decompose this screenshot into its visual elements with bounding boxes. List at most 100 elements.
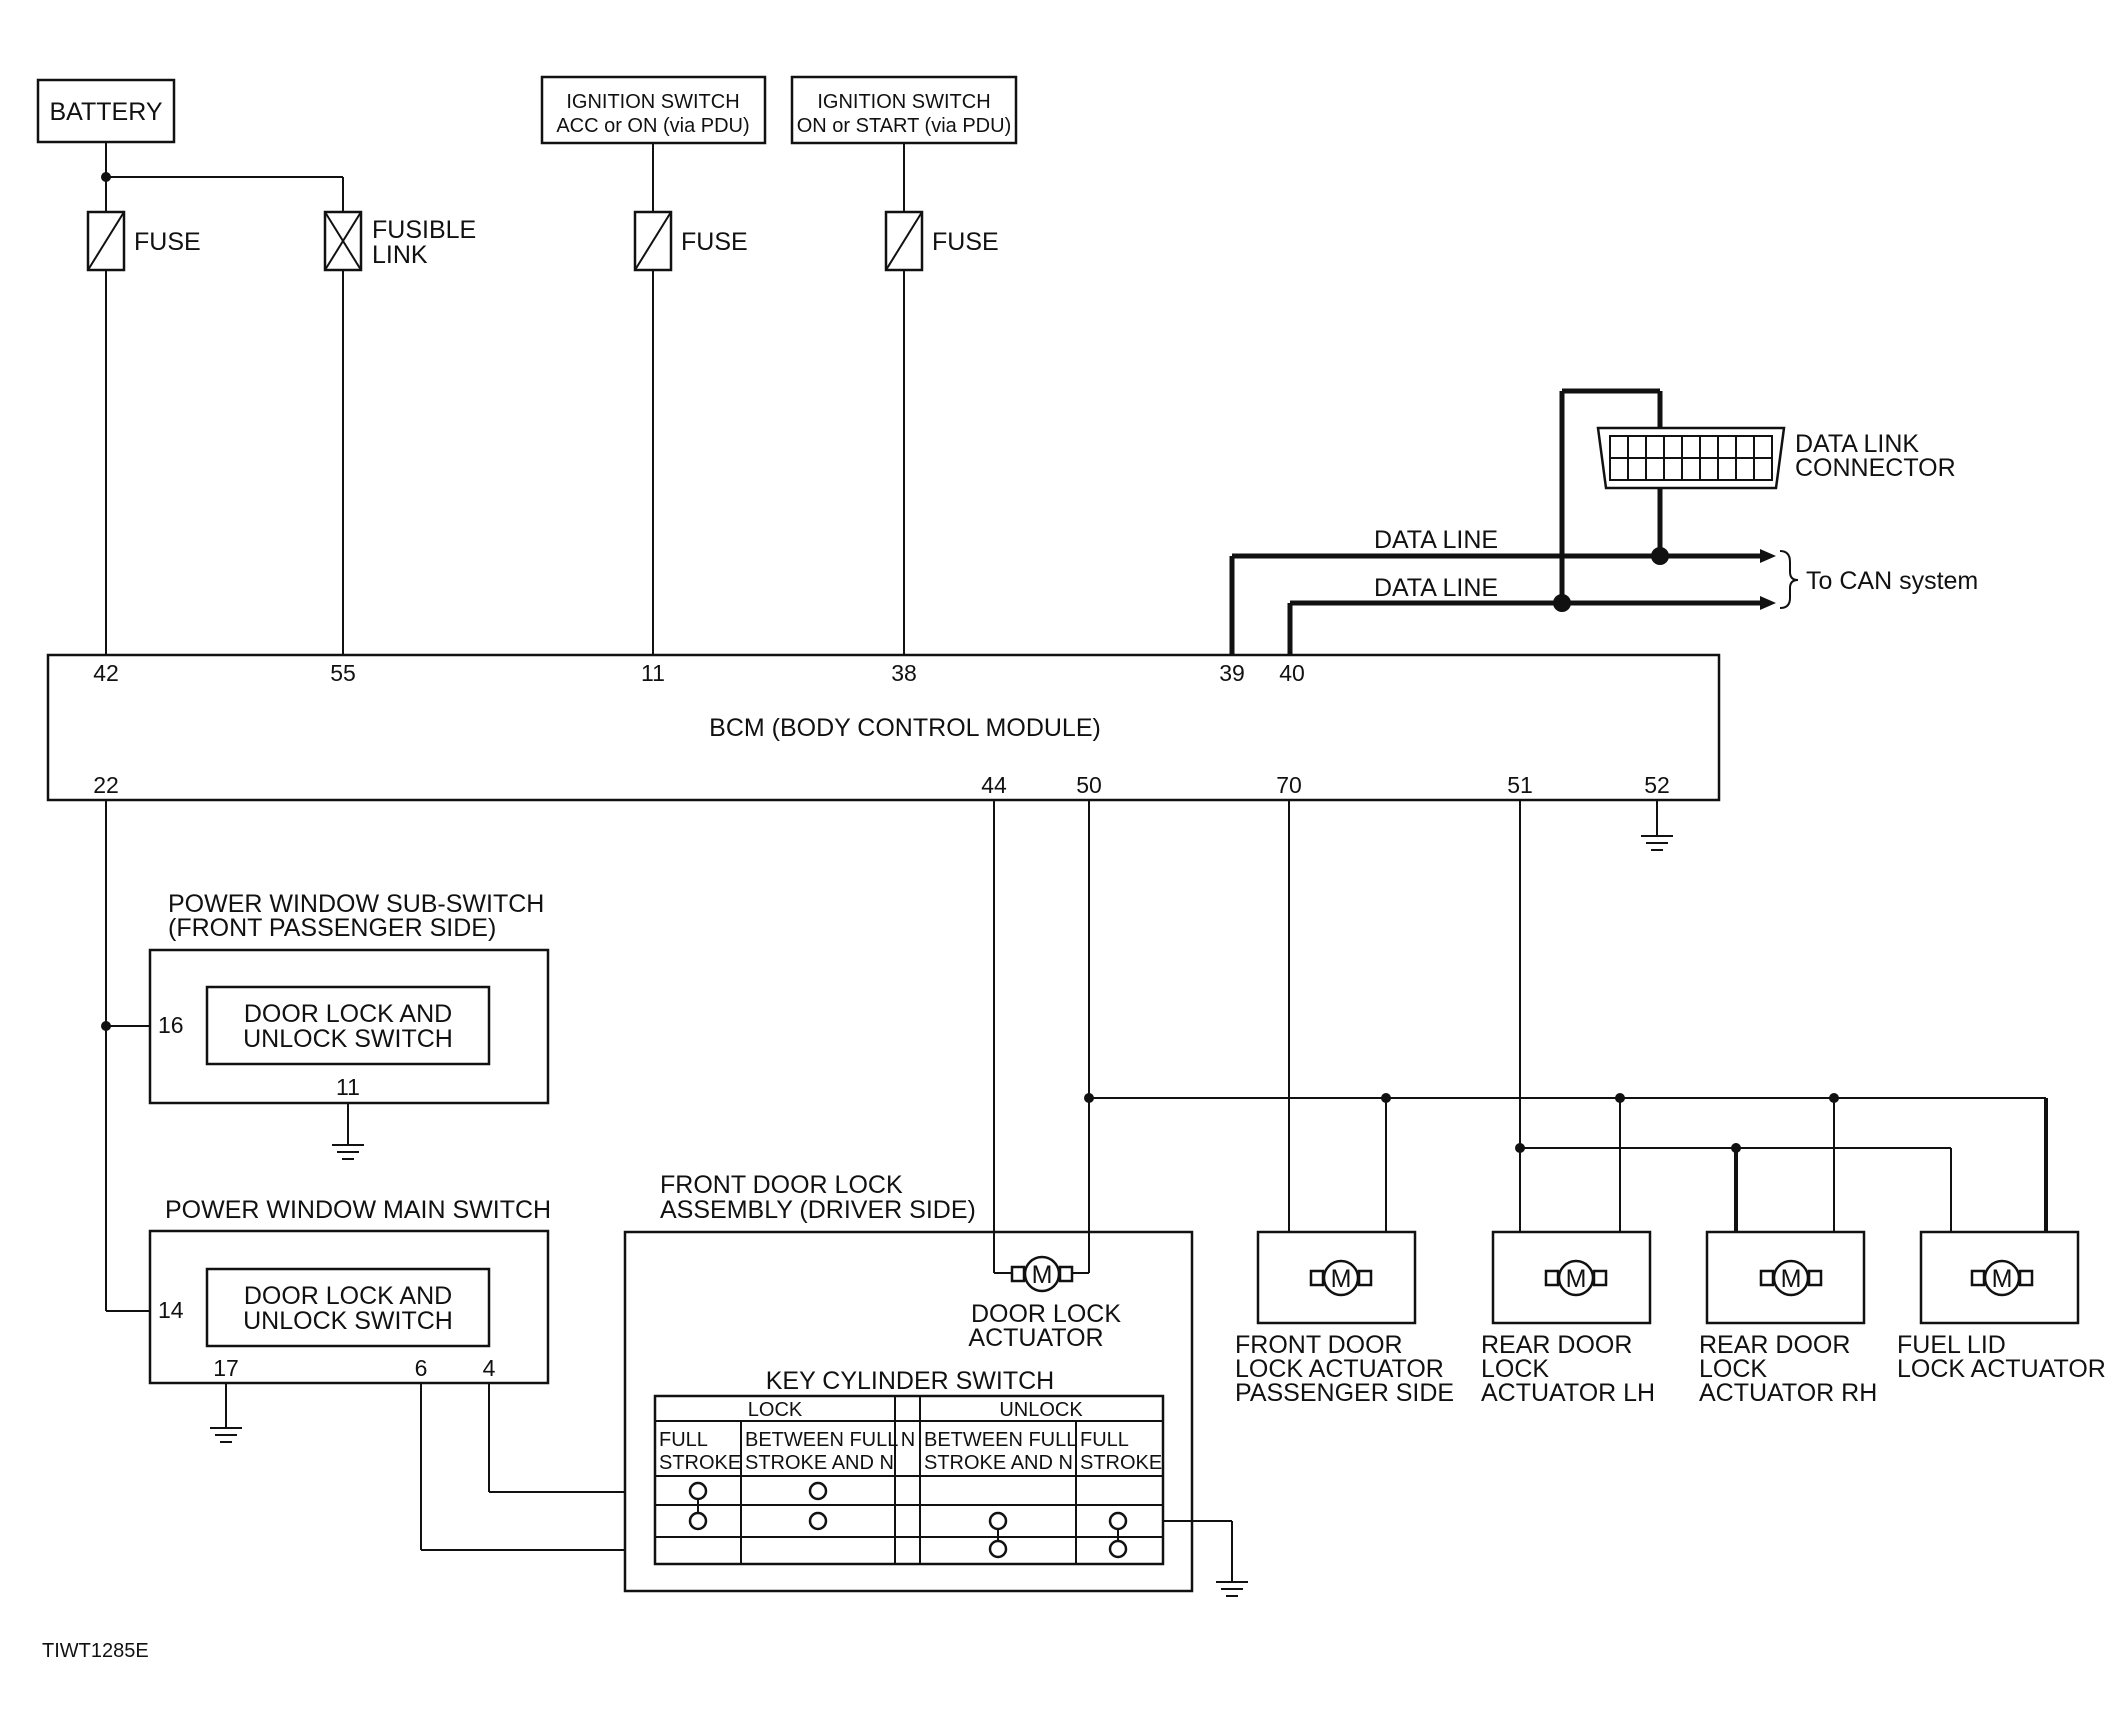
key-cyl-unlock-between-line2: STROKE AND N [924,1452,1073,1474]
bcm-pin-70: 70 [1276,772,1302,798]
bcm-pin-39: 39 [1219,660,1245,686]
ground-symbol-pw-main [210,1383,242,1443]
ignition-acc-line1: IGNITION SWITCH [566,91,739,113]
pw-main-title: POWER WINDOW MAIN SWITCH [165,1196,551,1224]
bcm-pin-50: 50 [1076,772,1102,798]
pw-sub-title-line1: POWER WINDOW SUB-SWITCH [168,890,544,918]
door-lock-actuator-line1: DOOR LOCK [971,1300,1121,1328]
bcm-pin-38: 38 [891,660,917,686]
dlc-label-line2: CONNECTOR [1795,454,1956,482]
ground-symbol-pw-sub [332,1103,364,1160]
bcm: BCM (BODY CONTROL MODULE) 42 55 11 38 39… [46,653,1721,802]
motor-front-passenger-label: M [1331,1265,1352,1293]
fusible-link-line1: FUSIBLE [372,216,476,244]
battery-wiring [101,142,905,655]
pw-main-switch-line2: UNLOCK SWITCH [243,1307,453,1335]
pin22-wiring [101,800,150,1312]
pw-sub-pin-11: 11 [336,1074,360,1100]
rlh-label-line2: LOCK [1481,1355,1549,1383]
ignition-acc-line2: ACC or ON (via PDU) [556,115,749,137]
motor-rear-rh: M [1759,1259,1823,1297]
bcm-pin-55: 55 [330,660,356,686]
dlc-label-line1: DATA LINK [1795,430,1919,458]
fuse-ignition-acc: FUSE [633,210,748,272]
motor-front-passenger: M [1309,1259,1373,1297]
key-cylinder-switch: KEY CYLINDER SWITCH LOCK UNLOCK N FULL S… [653,1367,1165,1566]
bcm-pin-40: 40 [1279,660,1305,686]
actuator-labels: FRONT DOOR LOCK ACTUATOR PASSENGER SIDE … [1235,1331,2106,1407]
battery-label: BATTERY [50,98,163,126]
key-cyl-unlock-header: UNLOCK [999,1399,1083,1421]
bcm-pin-11: 11 [641,660,665,686]
pw-main-to-key-cylinder-wiring [420,1383,655,1551]
data-line-1-label: DATA LINE [1374,526,1498,554]
rlh-label-line1: REAR DOOR [1481,1331,1632,1359]
ignition-switch-acc: IGNITION SWITCH ACC or ON (via PDU) [540,75,767,145]
pw-main-switch-line1: DOOR LOCK AND [244,1282,452,1310]
data-link-connector: DATA LINK CONNECTOR [1596,426,1956,490]
ignition-switch-on: IGNITION SWITCH ON or START (via PDU) [790,75,1018,145]
motor-rear-rh-label: M [1781,1265,1802,1293]
rear-door-actuator-rh-box [1705,1230,1866,1325]
actuator-wiring [993,800,2048,1279]
fusible-link-line2: LINK [372,241,428,269]
rrh-label-line1: REAR DOOR [1699,1331,1850,1359]
key-cyl-lock-full-line1: FULL [659,1429,708,1451]
motor-fuel-lid: M [1970,1259,2034,1297]
bcm-title: BCM (BODY CONTROL MODULE) [709,714,1101,742]
door-lock-actuator-line2: ACTUATOR [968,1324,1103,1352]
fuse-ignition-acc-label: FUSE [681,228,748,256]
front-door-title-line2: ASSEMBLY (DRIVER SIDE) [660,1196,976,1224]
to-can-label: To CAN system [1806,567,1978,595]
rrh-label-line3: ACTUATOR RH [1699,1379,1877,1407]
ground-symbol-bcm [1641,800,1673,851]
ignition-on-line1: IGNITION SWITCH [817,91,990,113]
key-cyl-n-header: N [901,1429,915,1451]
pw-sub-pin-16: 16 [158,1012,184,1038]
key-cyl-lock-between-line2: STROKE AND N [745,1452,894,1474]
pw-main-pin-4: 4 [483,1355,496,1381]
fdp-label-line2: LOCK ACTUATOR [1235,1355,1444,1383]
key-cyl-unlock-between-line1: BETWEEN FULL [924,1429,1077,1451]
motor-rear-lh-label: M [1566,1265,1587,1293]
power-window-main-switch: POWER WINDOW MAIN SWITCH DOOR LOCK AND U… [148,1196,551,1385]
bcm-pin-52: 52 [1644,772,1670,798]
power-window-sub-switch: POWER WINDOW SUB-SWITCH (FRONT PASSENGER… [148,890,550,1105]
motor-driver-door-label: M [1032,1261,1053,1289]
figure-code: TIWT1285E [42,1640,149,1662]
rrh-label-line2: LOCK [1699,1355,1767,1383]
fuse-ignition-on-label: FUSE [932,228,999,256]
battery: BATTERY [36,78,176,144]
front-door-title-line1: FRONT DOOR LOCK [660,1171,903,1199]
fuse-ignition-on: FUSE [884,210,999,272]
fuse-battery: FUSE [86,210,201,272]
motor-driver-door: M [1010,1255,1074,1293]
motor-rear-lh: M [1544,1259,1608,1297]
fuse-battery-label: FUSE [134,228,201,256]
bcm-pin-44: 44 [981,772,1007,798]
rlh-label-line3: ACTUATOR LH [1481,1379,1655,1407]
fuel-label-line2: LOCK ACTUATOR [1897,1355,2106,1383]
pw-sub-switch-line2: UNLOCK SWITCH [243,1025,453,1053]
key-cyl-lock-header: LOCK [748,1399,803,1421]
ground-symbol-key-cylinder [1163,1520,1248,1597]
pw-main-pin-6: 6 [415,1355,428,1381]
fusible-link: FUSIBLE LINK [323,210,476,272]
fdp-label-line1: FRONT DOOR [1235,1331,1403,1359]
key-cyl-lock-between-line1: BETWEEN FULL [745,1429,898,1451]
bcm-pin-22: 22 [93,772,119,798]
key-cyl-unlock-full-line1: FULL [1080,1429,1129,1451]
data-line-2-label: DATA LINE [1374,574,1498,602]
bcm-pin-51: 51 [1507,772,1533,798]
can-wiring: DATA LINE DATA LINE To CAN system [1229,388,1978,655]
key-cylinder-title: KEY CYLINDER SWITCH [766,1367,1054,1395]
key-cyl-unlock-full-line2: STROKE [1080,1452,1162,1474]
pw-sub-switch-line1: DOOR LOCK AND [244,1000,452,1028]
fdp-label-line3: PASSENGER SIDE [1235,1379,1454,1407]
key-cyl-lock-full-line2: STROKE [659,1452,741,1474]
motor-fuel-lid-label: M [1992,1265,2013,1293]
fuel-label-line1: FUEL LID [1897,1331,2006,1359]
pw-sub-title-line2: (FRONT PASSENGER SIDE) [168,914,496,942]
pw-main-pin-14: 14 [158,1297,184,1323]
